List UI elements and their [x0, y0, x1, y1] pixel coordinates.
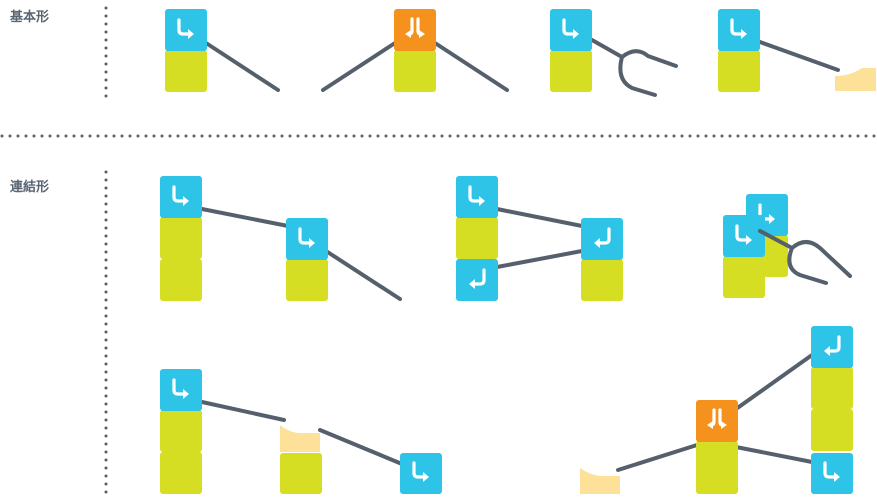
blue-block [160, 176, 202, 218]
connector-line [616, 443, 699, 472]
orange-block [696, 400, 738, 442]
yellow-pad [580, 468, 620, 494]
connector-line-left [321, 41, 397, 92]
green-block [165, 50, 207, 92]
connector-line [200, 400, 286, 422]
blue-block [581, 218, 623, 260]
connector-line [200, 207, 290, 228]
blue-block [550, 9, 592, 51]
connector-line [495, 207, 584, 228]
green-block [581, 259, 623, 301]
connector-line [734, 445, 814, 464]
connector-line [734, 353, 814, 411]
yellow-pad [835, 68, 876, 91]
blue-block [718, 9, 760, 51]
fork-connector [590, 38, 678, 97]
blue-block [723, 215, 765, 257]
green-block [160, 217, 202, 259]
connected-form-split-column [580, 326, 853, 494]
green-block [696, 441, 738, 494]
green-block [456, 217, 498, 259]
connected-form-loop [456, 176, 623, 301]
blue-block [400, 453, 442, 494]
blue-block [165, 9, 207, 51]
blue-block [456, 259, 498, 301]
green-block [160, 452, 202, 494]
connector-line [204, 41, 280, 92]
green-block [550, 50, 592, 92]
blue-block [811, 326, 853, 368]
connector-line [324, 249, 402, 301]
blue-block [286, 218, 328, 260]
connected-form-chain [160, 176, 402, 301]
basic-form-split [321, 9, 509, 92]
green-block [160, 410, 202, 452]
connected-form-pad-chain [160, 369, 442, 494]
green-block [718, 50, 760, 92]
fork-connector [758, 229, 852, 285]
green-block [286, 259, 328, 301]
orange-block [394, 9, 436, 51]
connector-line [318, 428, 404, 466]
basic-form-fork [550, 9, 678, 97]
green-block [394, 50, 436, 92]
blue-block [811, 453, 853, 494]
green-block [811, 367, 853, 409]
green-block [160, 259, 202, 301]
section-label-basic: 基本形 [9, 9, 49, 25]
blue-block [160, 369, 202, 411]
green-block [811, 409, 853, 451]
yellow-pad [280, 425, 320, 452]
green-block [280, 453, 322, 494]
section-label-connected: 連結形 [10, 179, 49, 195]
connector-line [758, 40, 840, 72]
connected-form-overlap-fork [723, 194, 852, 298]
connector-line [495, 249, 584, 269]
blue-block [456, 176, 498, 218]
basic-form-single-line [165, 9, 280, 92]
green-block [723, 256, 765, 298]
connector-line-right [433, 41, 509, 92]
basic-form-pad [718, 9, 876, 92]
